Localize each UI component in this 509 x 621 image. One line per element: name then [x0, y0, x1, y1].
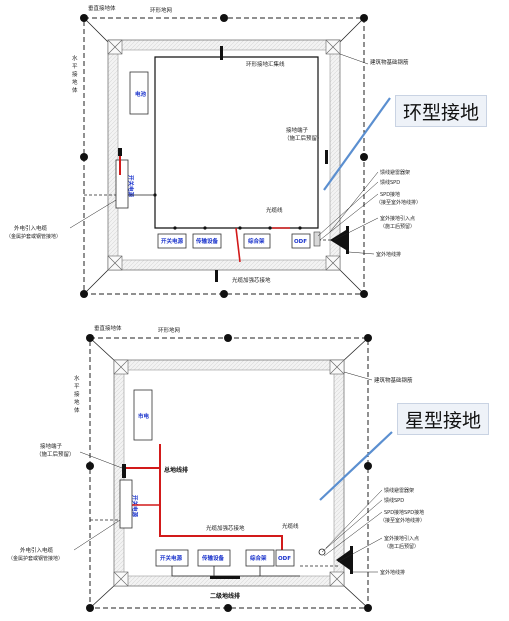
label-steel-b: 建筑物基础钢筋 [374, 376, 413, 384]
svg-text:平: 平 [74, 383, 80, 390]
box-combo-label: 综合架 [248, 237, 265, 245]
box-left-top-b-label: 市电 [138, 412, 150, 420]
box-combo-b-label: 综合架 [250, 554, 267, 562]
label-outdoor-entry: 室外接地引入点 [380, 215, 415, 222]
box-switch [157, 233, 187, 249]
label-outdoor-entry-b: 室外接地引入点 [384, 535, 419, 542]
ring-grounding-diagram: 电池 开关电源 开关电源 传输设备 综合架 ODF 垂直接地体 环形地网 环形接… [6, 4, 421, 298]
callout-star-grounding: 星型接地 [397, 403, 489, 435]
label-cable-entry-b: 外电引入电缆 [20, 546, 54, 554]
label-ring-bus: 环形接地汇集线 [246, 60, 285, 68]
svg-text:地: 地 [72, 78, 78, 86]
box-left-mid-b-label: 开关电源 [131, 495, 139, 518]
label-fiber-core: 光缆加强芯接地 [232, 276, 271, 284]
label-spd-note-b: （接至室外地线排） [380, 517, 425, 524]
callout-line-star [319, 431, 393, 501]
label-feeder-spd-b: 馈线SPD [384, 497, 404, 504]
label-spd-note: （接至室外地线排） [376, 199, 421, 206]
label-water-grounding-b: 水 平 接 地 体 [74, 374, 80, 414]
box-left-mid-label: 开关电源 [127, 175, 135, 198]
label-main-bar: 总地线排 [164, 466, 188, 474]
box-switch-label: 开关电源 [161, 237, 184, 245]
label-cable-entry-note-b: （金属护套或钢管接地） [8, 555, 63, 562]
box-left-top-label: 电池 [135, 90, 147, 98]
label-vertical-rod-b: 垂直接地体 [94, 324, 122, 332]
callout-line-ring [323, 97, 391, 191]
label-outdoor-entry-note: （施工后预留） [380, 223, 415, 230]
label-outdoor-bar: 室外地线排 [376, 251, 401, 258]
label-terminal: 接地端子 [286, 126, 309, 134]
box-left-top [129, 71, 149, 115]
callout-ring-grounding: 环型接地 [395, 95, 487, 127]
label-fiber-core-b: 光缆加强芯接地 [206, 524, 245, 532]
label-terminal-note-b: （施工后预留） [36, 450, 75, 458]
svg-text:平: 平 [72, 63, 78, 70]
label-spd-ground: SPD接地 [380, 191, 400, 198]
label-lightning-b: 馈线避雷器架 [384, 487, 414, 494]
label-second-bar: 二级地线排 [210, 592, 240, 600]
callout-star-text: 星型接地 [404, 409, 481, 432]
ring-bus-line [154, 56, 319, 229]
label-ring-net: 环形地网 [150, 6, 173, 14]
box-switch-b-label: 开关电源 [160, 554, 183, 562]
label-cable-b: 光缆线 [282, 522, 299, 530]
svg-text:体: 体 [74, 406, 80, 414]
label-lightning: 馈线避雷器架 [380, 169, 410, 176]
callout-ring-text: 环型接地 [402, 101, 479, 124]
svg-text:接: 接 [74, 390, 80, 398]
box-trans-label: 传输设备 [195, 237, 219, 245]
label-terminal-b: 接地端子 [40, 442, 63, 450]
svg-text:地: 地 [74, 398, 80, 406]
label-cable: 光缆线 [266, 206, 283, 214]
svg-text:体: 体 [72, 86, 78, 94]
label-cable-entry-note: （金属护套或钢管接地） [6, 233, 61, 240]
box-trans-b-label: 传输设备 [201, 554, 225, 562]
box-left-top-b [133, 389, 153, 441]
label-feeder-spd: 馈线SPD [380, 179, 400, 186]
box-trans [192, 233, 222, 249]
label-terminal-note: （施工后预留） [284, 134, 323, 142]
label-cable-entry: 外电引入电缆 [14, 224, 48, 232]
label-spd-ground-b: SPD接地SPD接地 [384, 509, 424, 516]
svg-text:水: 水 [74, 374, 80, 382]
svg-text:接: 接 [72, 70, 78, 78]
label-vertical-rod: 垂直接地体 [88, 4, 116, 12]
box-odf-b-label: ODF [278, 556, 291, 562]
star-grounding-diagram: 市电 开关电源 开关电源 传输设备 综合架 ODF 垂直接地体 环形地网 建筑物… [8, 324, 425, 612]
label-outdoor-entry-note-b: （施工后预留） [384, 543, 419, 550]
label-steel: 建筑物基础钢筋 [370, 58, 409, 66]
box-odf-label: ODF [294, 239, 307, 245]
label-outdoor-bar-b: 室外地线排 [380, 569, 405, 576]
box-combo [243, 233, 271, 249]
svg-text:水: 水 [72, 54, 78, 62]
label-ring-net-b: 环形地网 [158, 326, 181, 334]
box-odf [291, 233, 311, 249]
label-water-grounding: 水 平 接 地 体 [72, 54, 78, 94]
